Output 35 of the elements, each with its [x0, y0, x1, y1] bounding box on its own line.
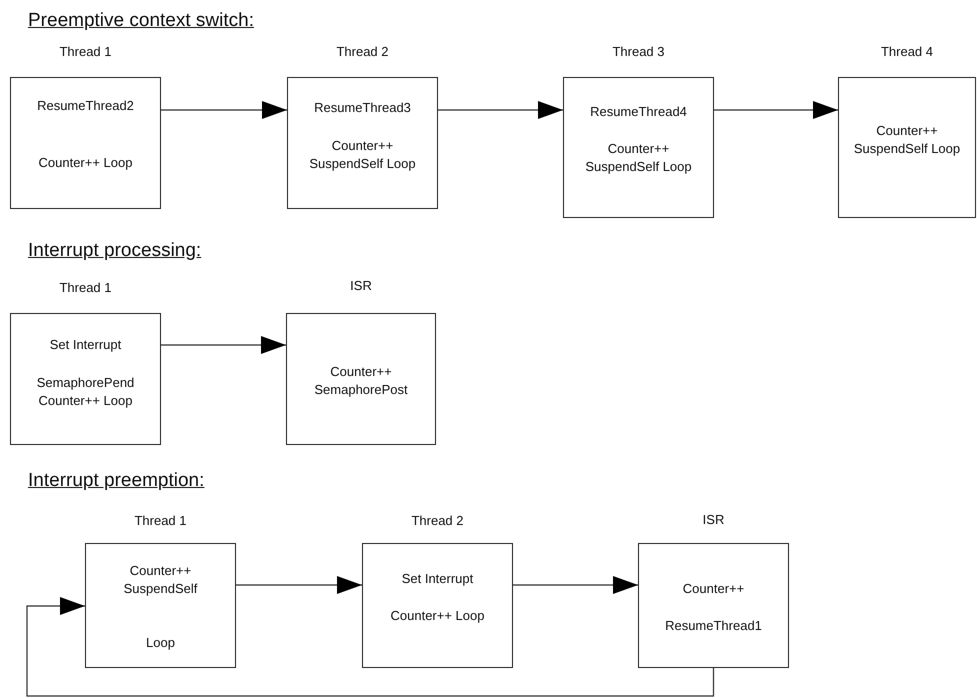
step-text: SemaphorePend Counter++ Loop [36, 374, 136, 410]
thread-title: Thread 1 [58, 280, 113, 295]
step-text: Counter++ [682, 580, 746, 598]
arrow [161, 336, 286, 354]
section-heading: Preemptive context switch: [28, 10, 254, 32]
step-text: Loop [145, 634, 176, 652]
step-text: Counter++ SuspendSelf [122, 562, 198, 598]
step-text: ResumeThread4 [589, 103, 688, 121]
step-text: Counter++ SemaphorePost [313, 363, 409, 399]
step-text: Counter++ Loop [38, 154, 134, 172]
step-text: Counter++ SuspendSelf Loop [308, 137, 417, 173]
thread-title: Thread 1 [58, 44, 113, 59]
thread-title: Thread 2 [335, 44, 390, 59]
step-text: ResumeThread1 [664, 617, 763, 635]
arrow [236, 576, 362, 594]
section-heading: Interrupt processing: [28, 240, 202, 262]
arrow [438, 101, 563, 119]
step-text: Counter++ SuspendSelf Loop [584, 140, 693, 176]
step-text: Counter++ SuspendSelf Loop [852, 122, 962, 158]
thread-title: Thread 4 [880, 44, 934, 59]
step-text: Set Interrupt [48, 336, 122, 354]
section-heading: Interrupt preemption: [28, 470, 204, 492]
arrow [714, 101, 838, 119]
arrow [513, 576, 638, 594]
step-text: ResumeThread2 [36, 97, 135, 115]
thread-title: ISR [349, 278, 373, 293]
arrow [26, 597, 714, 697]
arrow [161, 101, 287, 119]
step-text: Counter++ Loop [390, 607, 486, 625]
thread-title: ISR [702, 512, 726, 527]
step-text: Set Interrupt [400, 570, 474, 588]
thread-title: Thread 2 [410, 513, 465, 528]
step-text: ResumeThread3 [313, 99, 412, 117]
thread-title: Thread 1 [133, 513, 188, 528]
thread-title: Thread 3 [611, 44, 666, 59]
